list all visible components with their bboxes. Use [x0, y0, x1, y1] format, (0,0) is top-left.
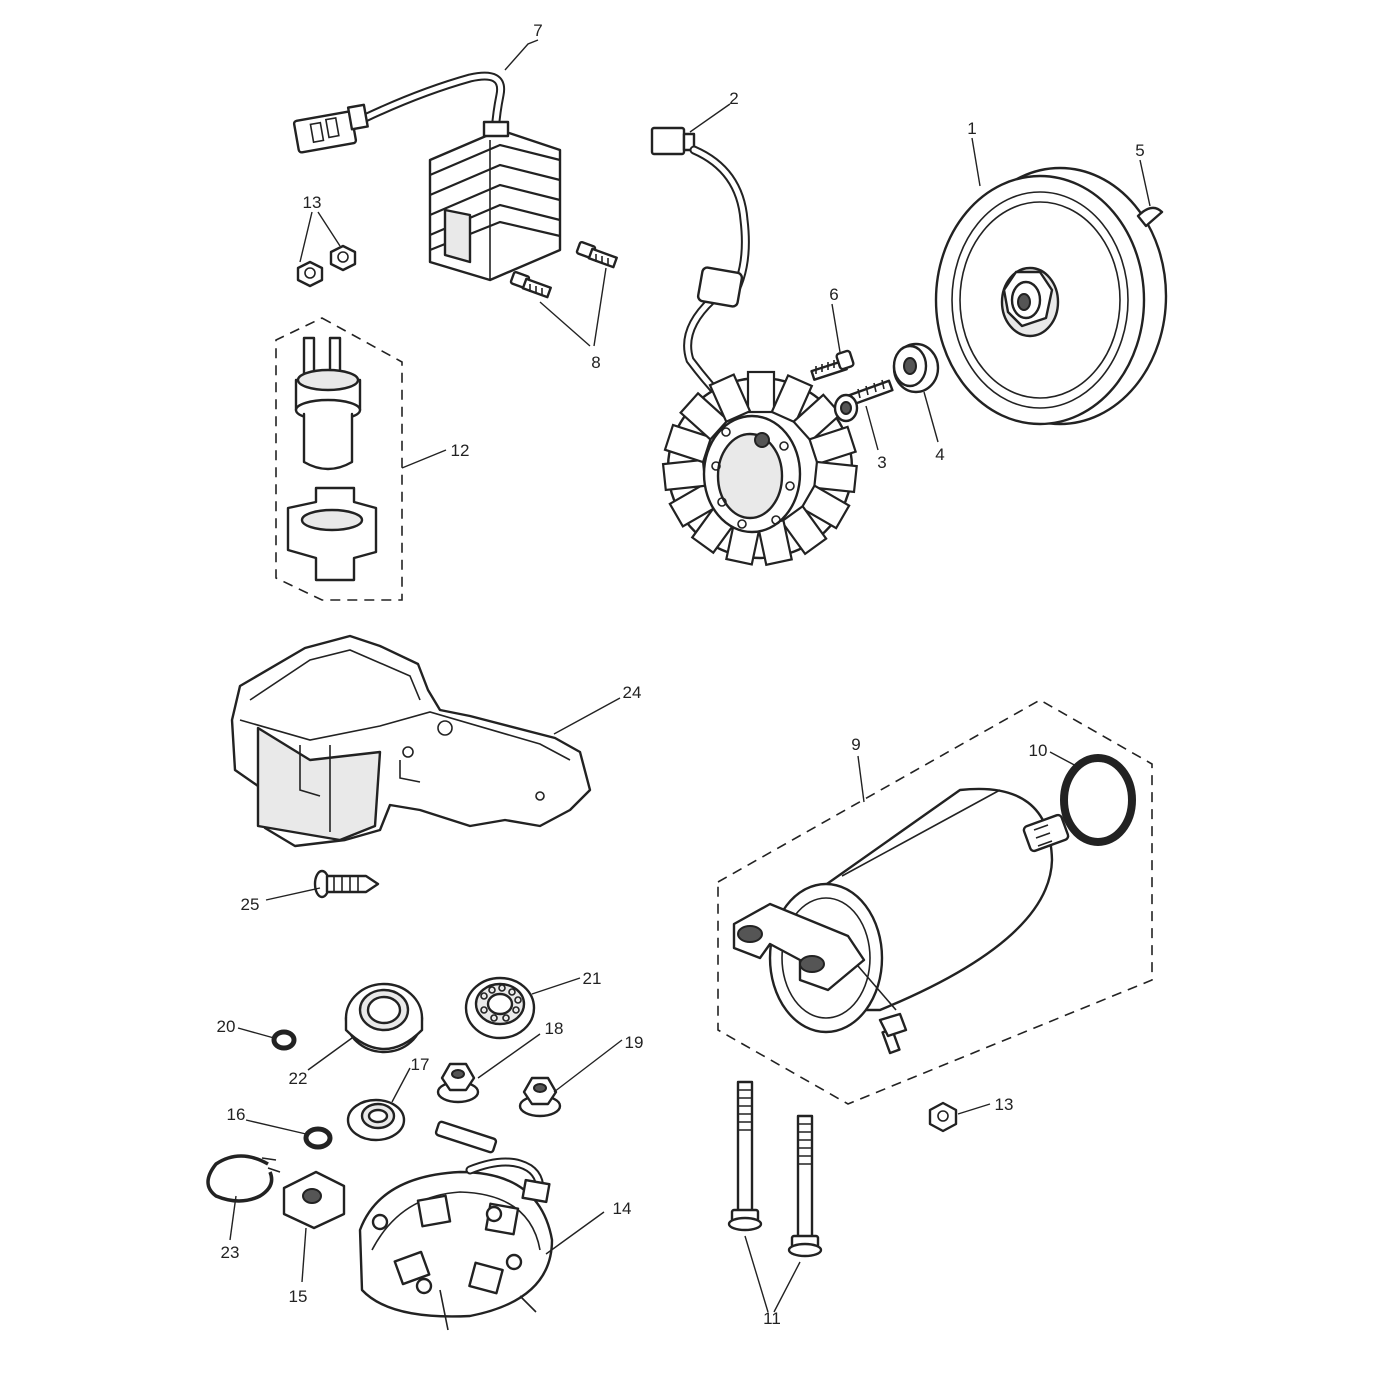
part-3-bolt[interactable] [833, 379, 894, 423]
stator-coil-teeth [661, 370, 858, 567]
callout-1: 1 [967, 119, 976, 138]
part-22-bearing[interactable] [344, 982, 424, 1054]
callout-7: 7 [533, 21, 542, 40]
callout-19: 19 [625, 1033, 644, 1052]
part-10-o-ring[interactable] [1060, 754, 1136, 846]
callout-18: 18 [545, 1019, 564, 1038]
part-21-ball-bearing[interactable] [464, 976, 536, 1040]
callout-23: 23 [221, 1243, 240, 1262]
callout-5: 5 [1135, 141, 1144, 160]
callout-21: 21 [583, 969, 602, 988]
part-19-flange-nut[interactable] [518, 1076, 562, 1118]
callout-16: 16 [227, 1105, 246, 1124]
part-8-bolt-lower[interactable] [509, 270, 552, 299]
part-17-seal[interactable] [346, 1098, 406, 1142]
part-12-starter-relay-kit[interactable] [275, 317, 403, 601]
part-8-bolt-upper[interactable] [575, 240, 618, 269]
callout-3: 3 [877, 453, 886, 472]
part-6-bolt[interactable] [810, 349, 855, 381]
part-5-woodruff-key[interactable] [1136, 206, 1164, 228]
callout-13-right: 13 [995, 1095, 1014, 1114]
part-4-washer[interactable] [892, 342, 940, 394]
callout-9: 9 [851, 735, 860, 754]
part-20-small-washer[interactable] [271, 1029, 297, 1051]
callout-14: 14 [613, 1199, 632, 1218]
part-13-nuts-pair[interactable] [296, 244, 357, 288]
callout-8: 8 [591, 353, 600, 372]
callout-12: 12 [451, 441, 470, 460]
callout-15: 15 [289, 1287, 308, 1306]
callout-22: 22 [289, 1069, 308, 1088]
callout-10: 10 [1029, 741, 1048, 760]
callout-labels: 1 2 3 4 5 6 7 8 9 10 11 12 13 13 14 15 1… [217, 21, 1145, 1328]
part-9-starter-motor[interactable] [717, 699, 1153, 1105]
callout-11: 11 [763, 1309, 781, 1328]
part-14-brush-holder-assembly[interactable] [358, 1120, 554, 1331]
part-1-rotor[interactable] [934, 166, 1168, 426]
part-25-screw[interactable] [313, 869, 380, 899]
part-11-long-bolt-right[interactable] [787, 1114, 823, 1258]
callout-24: 24 [623, 683, 642, 702]
part-13-nut-single[interactable] [928, 1101, 958, 1133]
callout-2: 2 [729, 89, 738, 108]
part-7-regulator-rectifier[interactable] [292, 71, 562, 282]
part-16-washer[interactable] [303, 1126, 333, 1150]
part-2-stator[interactable] [650, 126, 858, 567]
callout-6: 6 [829, 285, 838, 304]
part-11-long-bolt-left[interactable] [727, 1080, 763, 1232]
part-24-battery-tray[interactable] [230, 634, 592, 848]
callout-25: 25 [241, 895, 260, 914]
part-15-brush-holder-insulator[interactable] [282, 1170, 346, 1230]
part-23-circlip[interactable] [206, 1154, 281, 1203]
callout-20: 20 [217, 1017, 236, 1036]
callout-13-top: 13 [303, 193, 322, 212]
callout-17: 17 [411, 1055, 430, 1074]
leader-lines [229, 39, 1151, 1313]
callout-4: 4 [935, 445, 944, 464]
part-18-flange-nut[interactable] [436, 1062, 480, 1104]
